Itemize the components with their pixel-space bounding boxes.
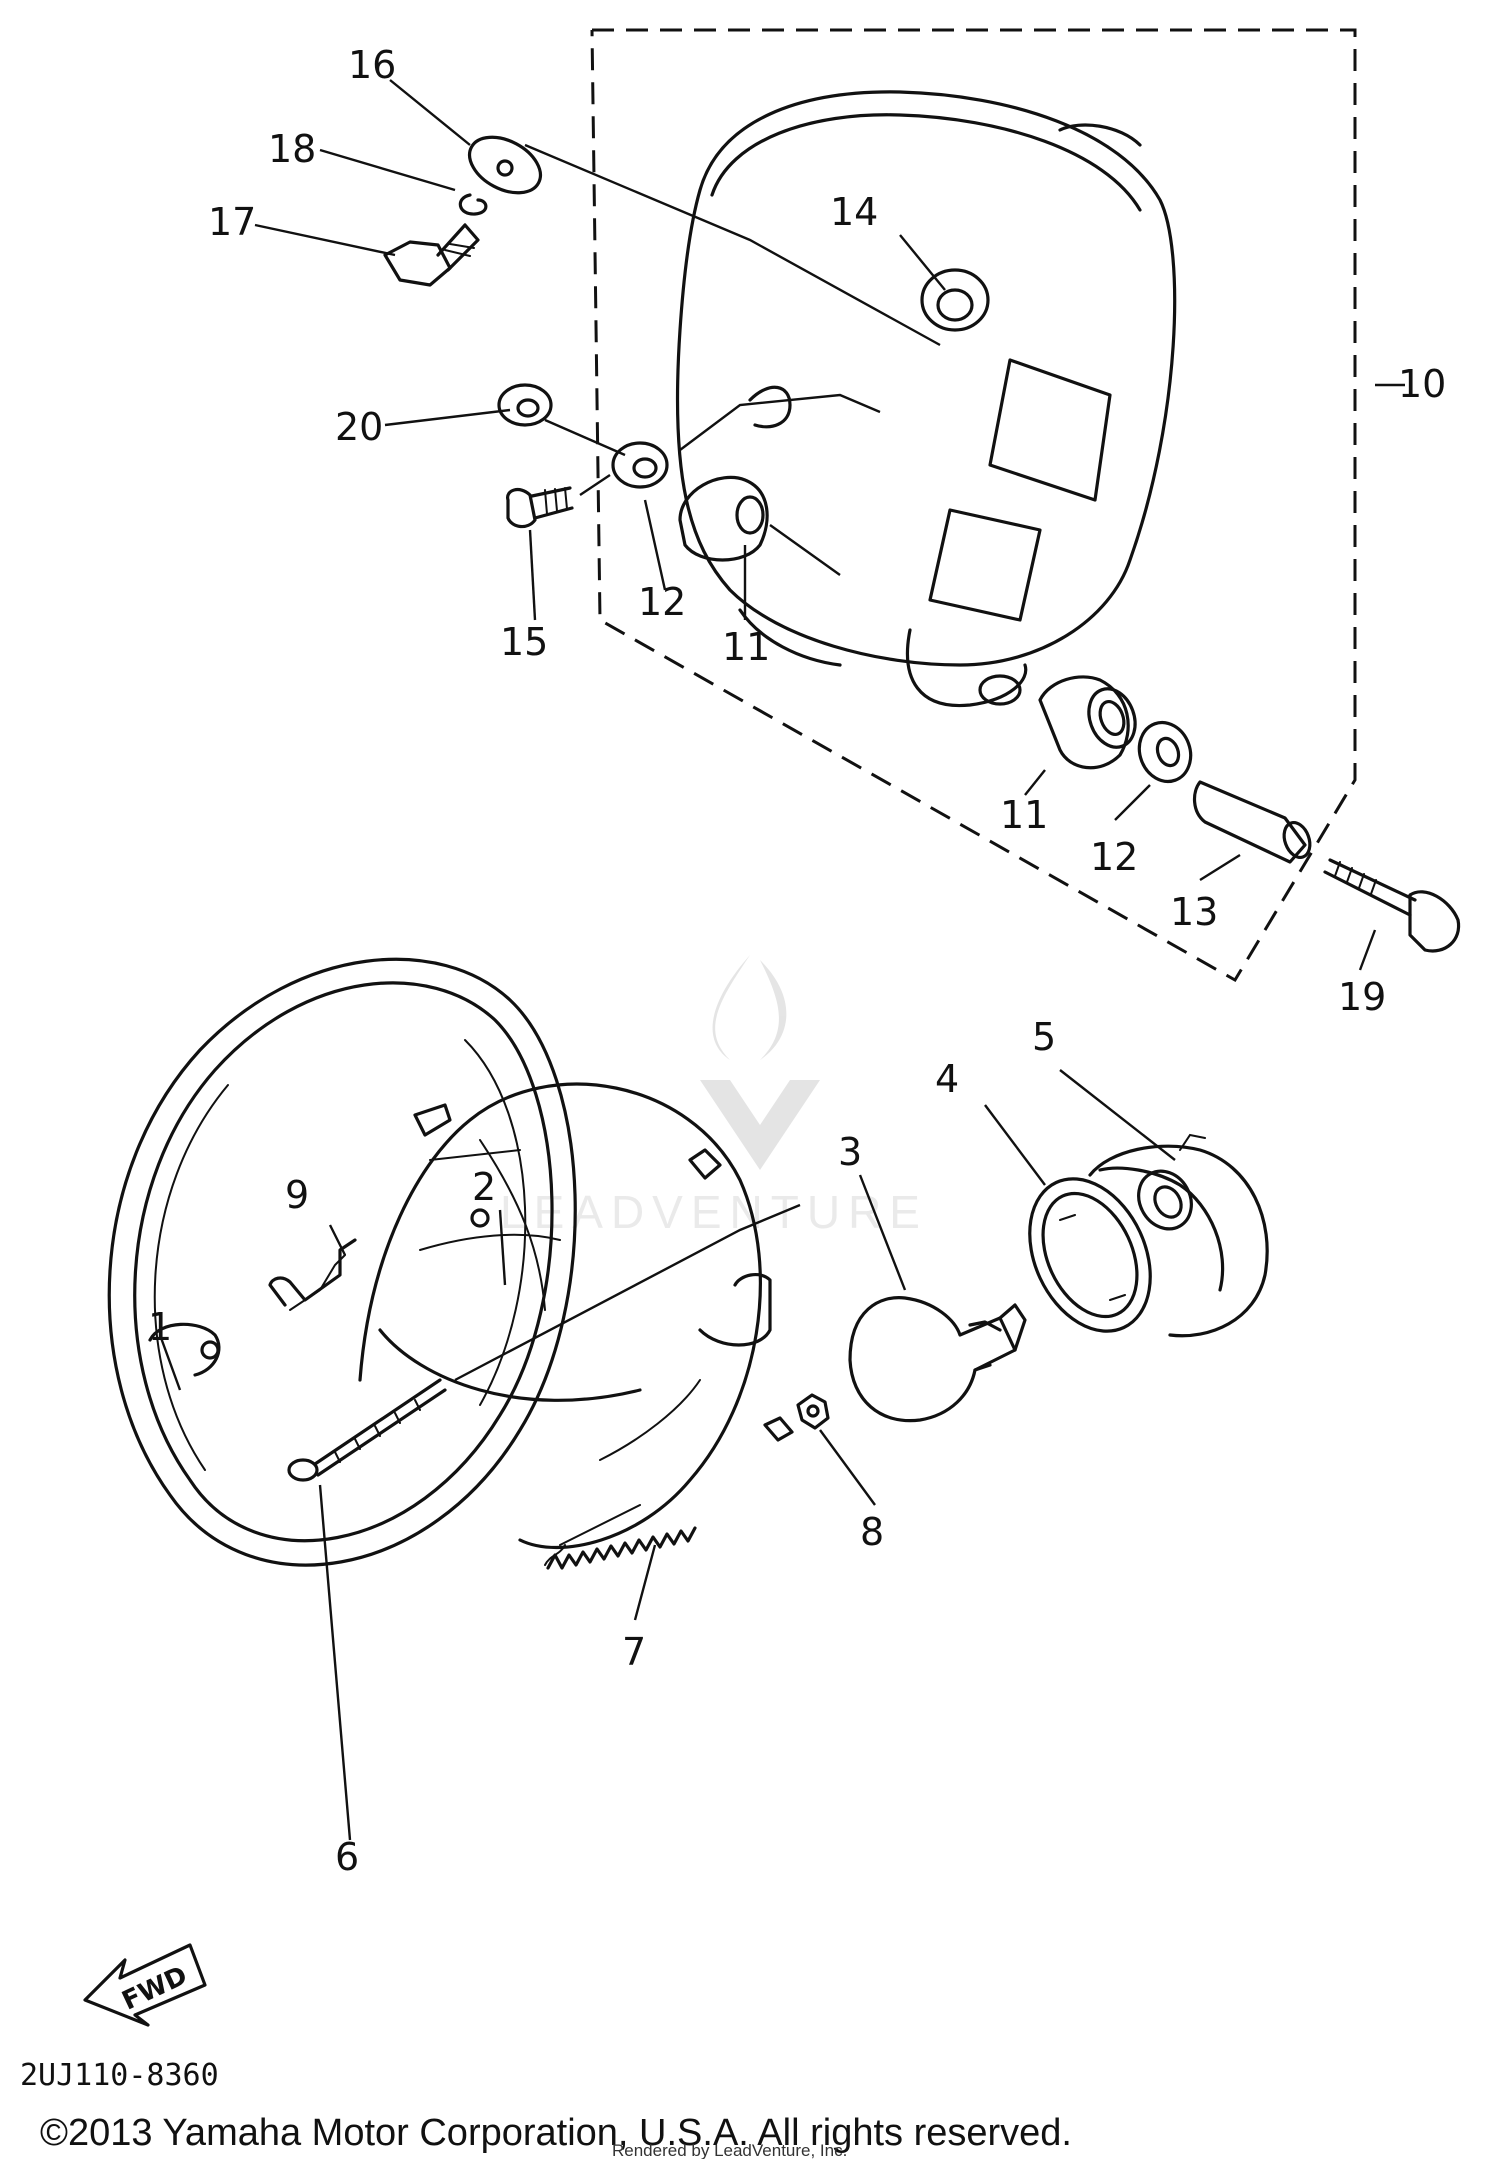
callout-3: 3 (838, 1130, 862, 1174)
callout-1: 1 (148, 1305, 172, 1349)
rubber-cover-5 (1088, 1133, 1269, 1338)
washer-12-left (611, 441, 669, 489)
callout-12-left: 12 (638, 580, 686, 624)
fwd-arrow: FWD (83, 1943, 207, 2027)
grommet-11-left (678, 475, 769, 562)
callout-14: 14 (830, 190, 878, 234)
callout-8: 8 (860, 1510, 884, 1554)
headlight-housing (675, 90, 1177, 708)
callout-2: 2 (472, 1165, 496, 1209)
callout-6: 6 (335, 1835, 359, 1879)
callout-10: 10 (1398, 362, 1446, 406)
callout-7: 7 (622, 1630, 646, 1674)
callout-20: 20 (335, 405, 383, 449)
watermark-text: LEADVENTURE (500, 1186, 928, 1238)
callout-15: 15 (500, 620, 548, 664)
socket-ring-4 (1028, 1177, 1152, 1333)
lens-unit-2 (358, 1082, 772, 1550)
callout-16: 16 (348, 43, 396, 87)
collar-13 (1193, 780, 1312, 864)
callout-19: 19 (1338, 975, 1386, 1019)
callout-4: 4 (935, 1057, 959, 1101)
grommet-11-right (1038, 675, 1137, 770)
leader-20 (544, 418, 626, 457)
callout-labels: 1 2 3 4 5 6 7 8 9 10 11 11 12 12 13 14 1… (148, 43, 1446, 1879)
callout-12-right: 12 (1090, 835, 1138, 879)
callout-18: 18 (268, 127, 316, 171)
nut-8 (763, 1393, 830, 1442)
callout-5: 5 (1032, 1015, 1056, 1059)
callout-17: 17 (208, 200, 256, 244)
diagram-code: 2UJ110-8360 (20, 2058, 219, 2093)
adjusting-screw-6 (287, 1378, 447, 1482)
copyright-notice: ©2013 Yamaha Motor Corporation, U.S.A. A… (40, 2112, 1072, 2154)
callout-9: 9 (285, 1173, 309, 1217)
callout-leaders (158, 79, 1405, 1841)
spring-7 (544, 1504, 697, 1570)
bolt-17 (383, 223, 480, 287)
grommet-14 (920, 268, 990, 332)
callout-11-left: 11 (722, 625, 770, 669)
bulb-3 (848, 1296, 1027, 1423)
screw-15 (506, 486, 574, 529)
callout-11-right: 11 (1000, 793, 1048, 837)
leader-15 (579, 474, 611, 496)
leader-6-7-8 (454, 1203, 801, 1382)
washer-12-right (1137, 720, 1193, 784)
collar-20 (497, 383, 553, 427)
rim-1 (107, 957, 577, 1567)
leadventure-watermark: LEADVENTURE (500, 955, 928, 1238)
washer-16 (468, 135, 542, 195)
leader-16-to-housing (524, 143, 941, 347)
clip-18 (458, 193, 488, 216)
spring-clip-9 (268, 1238, 357, 1311)
leader-12-to-housing (679, 393, 881, 451)
leader-11-to-housing (769, 524, 841, 576)
callout-13: 13 (1170, 890, 1218, 934)
rendered-by-note: Rendered by LeadVenture, Inc. (612, 2141, 847, 2159)
bolt-19 (1323, 858, 1461, 953)
